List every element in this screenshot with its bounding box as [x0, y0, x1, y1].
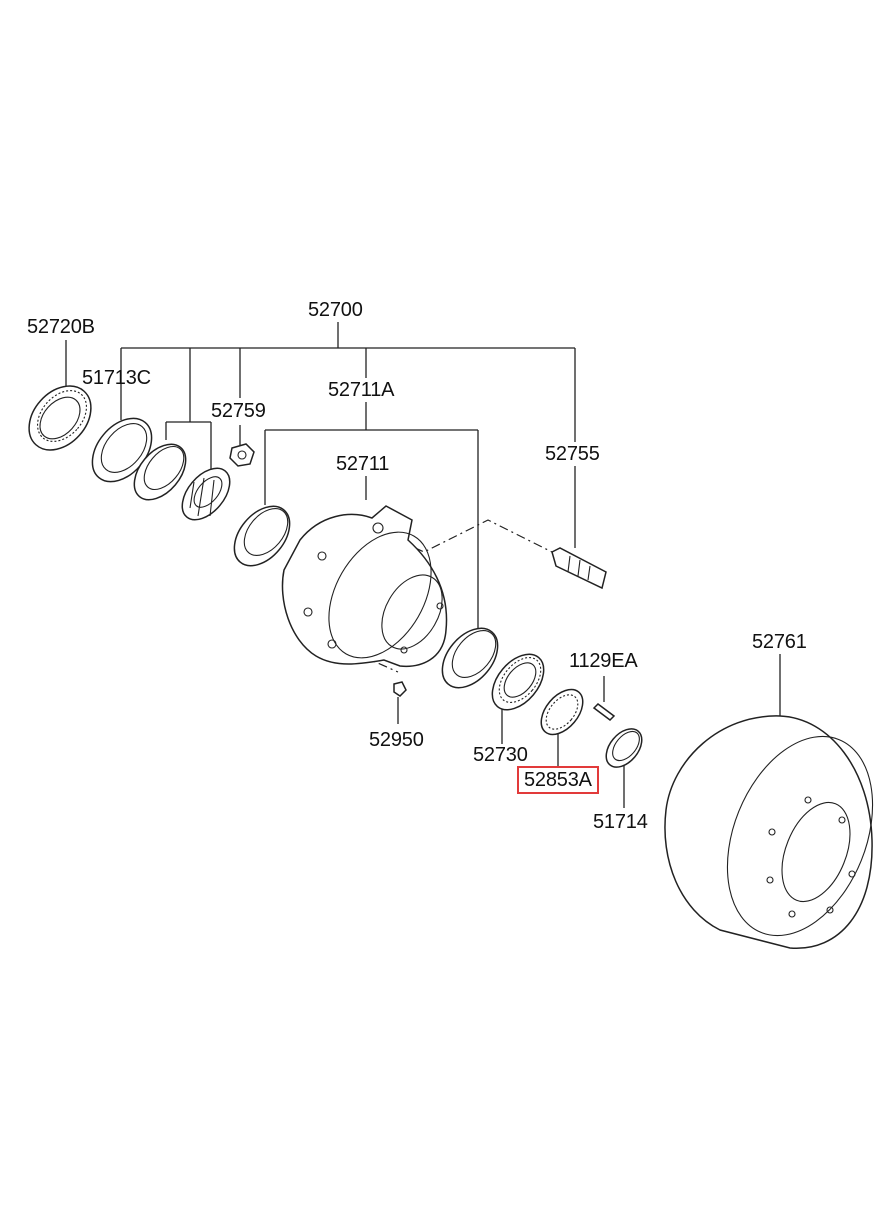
label-52853a-highlighted[interactable]: 52853A: [517, 766, 599, 794]
nut-icon: [229, 443, 255, 467]
label-51713c[interactable]: 51713C: [82, 367, 151, 389]
label-52730[interactable]: 52730: [473, 744, 528, 766]
label-52761[interactable]: 52761: [752, 631, 807, 653]
bearing-cone-icon: [181, 467, 231, 521]
outer-seal-icon: [605, 728, 643, 768]
leader-lines: [65, 322, 781, 808]
bearing-race-icon: [233, 505, 291, 567]
screw-icon: [592, 703, 616, 721]
label-51714[interactable]: 51714: [593, 811, 648, 833]
wheel-stud-icon: [551, 547, 607, 590]
label-52711a[interactable]: 52711A: [328, 379, 395, 401]
label-52759[interactable]: 52759: [211, 400, 266, 422]
brake-drum-icon: [664, 715, 874, 949]
tone-ring-icon: [540, 688, 584, 736]
bearing-cup-icon: [133, 443, 187, 501]
label-52711[interactable]: 52711: [336, 453, 390, 475]
nipple-icon: [393, 681, 407, 697]
label-52700[interactable]: 52700: [308, 299, 363, 321]
bearing-race-right-icon: [441, 627, 499, 689]
label-52720b[interactable]: 52720B: [27, 316, 95, 338]
label-1129ea[interactable]: 1129EA: [569, 650, 638, 672]
label-52950[interactable]: 52950: [369, 729, 424, 751]
wheel-hub-icon: [281, 505, 448, 668]
label-52755[interactable]: 52755: [545, 443, 600, 465]
outer-bearing-icon: [28, 385, 92, 451]
inner-bearing-icon: [491, 653, 545, 711]
